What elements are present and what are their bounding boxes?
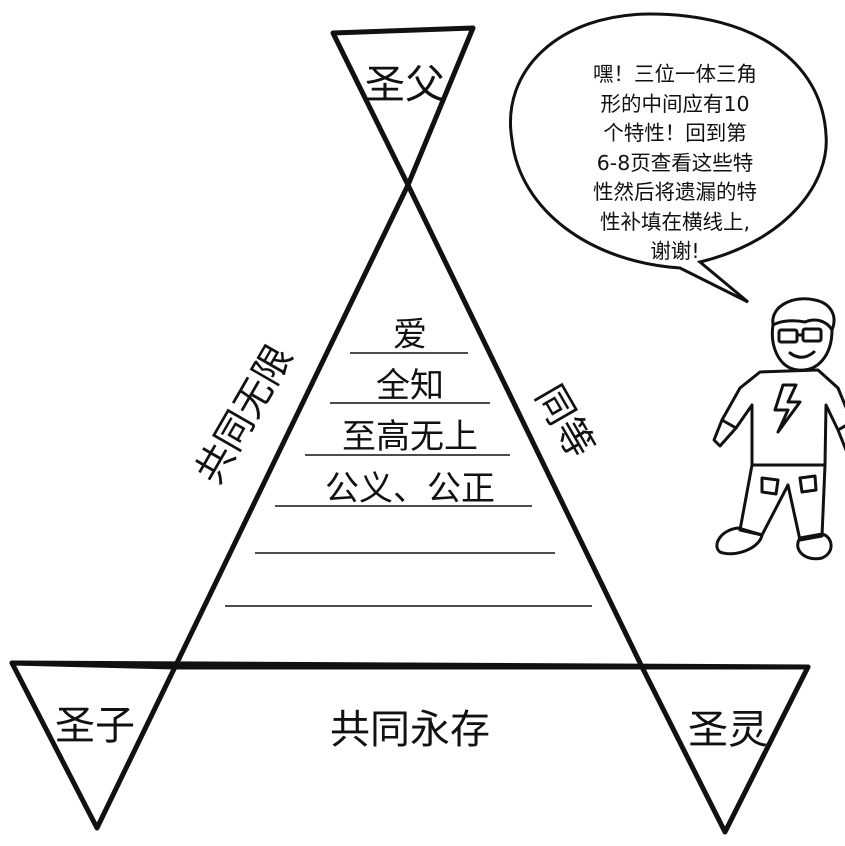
speech-line-4: 6-8页查看这些特 (596, 150, 754, 175)
speech-line-2: 形的中间应有10 (600, 91, 750, 116)
right-shoe (796, 532, 833, 561)
speech-line-1: 嘿！三位一体三角 (593, 62, 757, 86)
smile (788, 350, 816, 359)
trait-1: 爱 (393, 315, 427, 355)
right-hand (836, 428, 845, 452)
speech-text: 嘿！三位一体三角 形的中间应有10 个特性！回到第 6-8页查看这些特 性然后将… (560, 60, 790, 267)
left-shoe (715, 526, 764, 556)
trait-2: 全知 (376, 366, 444, 406)
trait-3: 至高无上 (342, 417, 478, 457)
speech-line-3: 个特性！回到第 (603, 121, 747, 145)
corner-label-left: 圣子 (55, 703, 135, 749)
glasses-left (777, 328, 799, 344)
speech-line-7: 谢谢! (650, 239, 700, 263)
left-hand (712, 418, 738, 448)
hair (771, 297, 836, 332)
lightning-bolt (773, 383, 802, 434)
corner-label-top: 圣父 (365, 62, 445, 108)
speech-line-6: 性补填在横线上, (599, 209, 751, 234)
side-label-bottom: 共同永存 (330, 707, 490, 753)
father-triangle (330, 25, 476, 188)
cartoon-boy (712, 297, 845, 561)
speech-line-5: 性然后将遗漏的特 (593, 180, 757, 204)
trait-4: 公义、公正 (325, 469, 495, 509)
baseline (9, 660, 811, 670)
corner-label-right: 圣灵 (688, 707, 768, 753)
speech-bubble (509, 12, 828, 304)
pocket-left (760, 476, 780, 496)
glasses-right (801, 327, 823, 343)
pocket-right (798, 474, 818, 494)
